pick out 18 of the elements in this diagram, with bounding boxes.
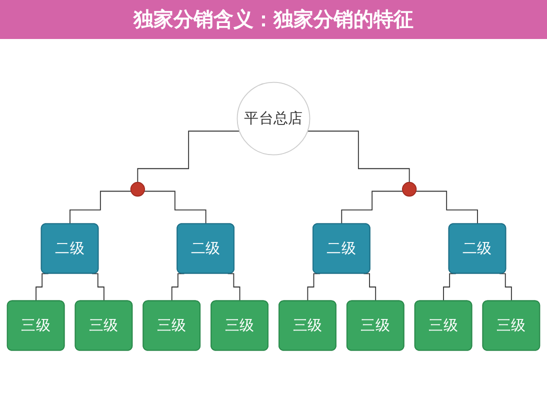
connector <box>171 272 185 302</box>
connector <box>307 130 410 182</box>
connector <box>499 272 512 302</box>
node-person <box>402 182 417 196</box>
node-person <box>130 182 146 196</box>
connector <box>227 272 240 302</box>
connector <box>144 190 206 224</box>
connector <box>92 272 105 302</box>
connector <box>307 272 320 302</box>
connector <box>415 190 478 224</box>
connector <box>70 190 132 224</box>
connector <box>341 190 404 224</box>
connector <box>36 272 49 302</box>
connector <box>443 272 456 302</box>
connector <box>363 272 376 302</box>
node-circle: 平台总店 <box>236 82 310 155</box>
title-banner: 独家分销含义：独家分销的特征 <box>0 0 547 39</box>
connector <box>137 130 240 182</box>
